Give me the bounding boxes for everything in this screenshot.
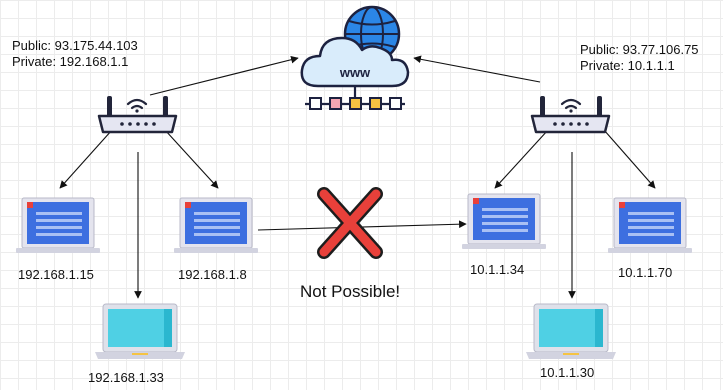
left-router-labels: Public: 93.175.44.103 Private: 192.168.1… [12, 38, 138, 70]
arrow-left-router-to-laptop-15 [59, 129, 113, 189]
left-router-private-ip: Private: 192.168.1.1 [12, 54, 129, 69]
left-router-icon [97, 96, 178, 134]
arrow-left-router-to-laptop-8 [164, 129, 219, 189]
host-ip-10-1-1-70: 10.1.1.70 [618, 265, 673, 280]
network-bus-icon [305, 86, 405, 110]
right-router-private-ip: Private: 10.1.1.1 [580, 58, 675, 73]
laptop-icon-192-168-1-33 [95, 303, 185, 359]
connections [59, 55, 656, 299]
laptop-icon-192-168-1-8 [174, 197, 258, 253]
blocked-cross-icon [317, 187, 383, 259]
wifi-icon [560, 98, 582, 113]
arrow-right-router-to-laptop-34 [494, 129, 549, 189]
not-possible-label: Not Possible! [300, 282, 401, 301]
host-ip-10-1-1-34: 10.1.1.34 [470, 262, 525, 277]
host-ip-192-168-1-8: 192.168.1.8 [178, 267, 247, 282]
right-router-public-ip: Public: 93.77.106.75 [580, 42, 699, 57]
internet-icon: www [300, 5, 410, 110]
wifi-icon [126, 98, 148, 113]
arrow-right-router-to-internet [413, 55, 541, 83]
laptop-icon-10-1-1-70 [608, 197, 692, 253]
host-ip-10-1-1-30: 10.1.1.30 [540, 365, 595, 380]
laptop-icon-192-168-1-15 [16, 197, 100, 253]
arrow-left-router-to-internet [149, 55, 299, 96]
cloud-icon: www [300, 36, 410, 88]
host-ip-192-168-1-33: 192.168.1.33 [88, 370, 164, 385]
cloud-www-text: www [339, 65, 371, 80]
laptop-icon-10-1-1-34 [462, 193, 546, 249]
right-router-labels: Public: 93.77.106.75 Private: 10.1.1.1 [580, 42, 699, 74]
left-router-public-ip: Public: 93.175.44.103 [12, 38, 138, 53]
arrow-right-router-to-laptop-70 [603, 129, 656, 189]
host-ip-192-168-1-15: 192.168.1.15 [18, 267, 94, 282]
laptop-icon-10-1-1-30 [526, 303, 616, 359]
right-router-icon [530, 96, 611, 134]
